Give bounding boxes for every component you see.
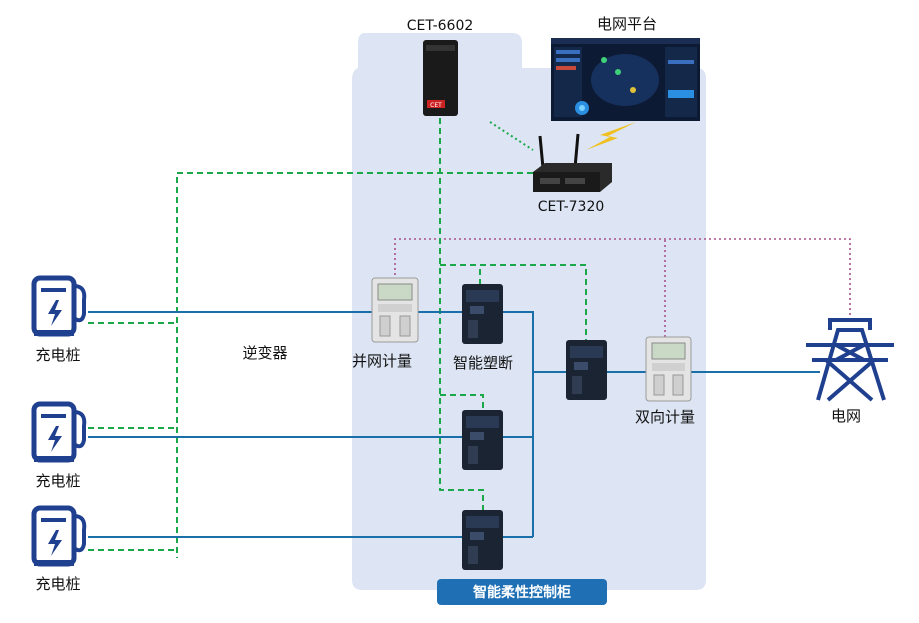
grid-label: 电网 [831,407,861,425]
cet-6602-label: CET-6602 [407,18,474,34]
platform-screen [551,38,700,121]
bidir-meter-label: 双向计量 [635,408,695,426]
signal-lines [394,238,851,337]
communication-lines [88,118,587,558]
breaker-device-2 [462,410,503,470]
inverter-label: 逆变器 [242,344,287,362]
charger-label-2: 充电桩 [35,472,80,490]
grid-meter-label: 并网计量 [352,352,412,370]
grid-meter-device [371,277,419,343]
breaker-device-3 [462,510,503,570]
charger-icon-2 [31,401,87,463]
cet-7320-device [533,133,612,192]
bidir-meter-device [645,336,692,402]
cabinet-label: 智能柔性控制柜 [472,584,571,601]
breaker-label: 智能塑断 [453,354,513,372]
charger-label-3: 充电桩 [35,575,80,593]
breaker-device-1 [462,284,503,344]
cet-7320-label: CET-7320 [538,199,605,215]
cet-6602-device: CET [423,40,458,116]
grid-tower-icon [806,318,894,402]
charger-label-1: 充电桩 [35,346,80,364]
charger-icon-1 [31,275,87,337]
cabinet-badge: 智能柔性控制柜 [437,579,607,605]
charger-icon-3 [31,505,87,567]
breaker-device-main [566,340,607,400]
power-lines [88,311,820,538]
platform-label: 电网平台 [597,15,657,33]
svg-text:CET: CET [430,102,442,109]
